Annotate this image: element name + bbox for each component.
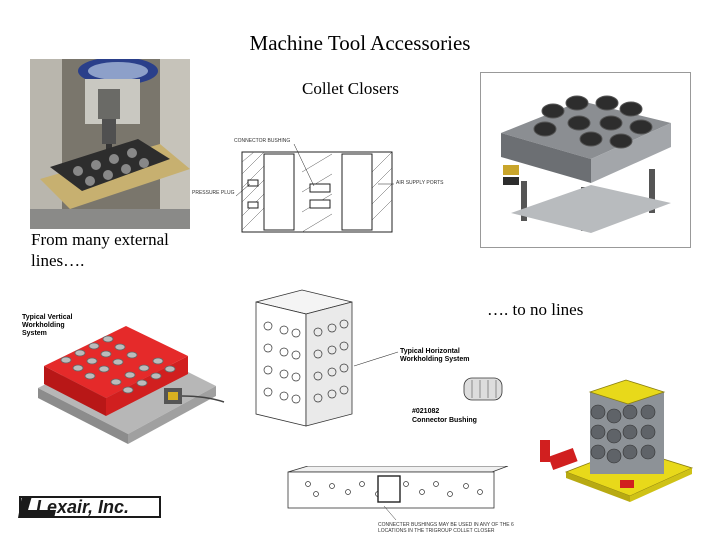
lexair-logo: Lexair, Inc. <box>18 494 162 520</box>
logo-text: Lexair, Inc. <box>36 497 129 517</box>
connector-note: CONNECTER BUSHINGS MAY BE USED IN ANY OF… <box>378 522 514 534</box>
vertical-workholding-illustration: Typical Vertical Workholding System <box>18 312 238 467</box>
connector-bushing-label: Connector Bushing <box>412 417 477 424</box>
cross-section-label-pressure: PRESSURE PLUG <box>192 190 235 196</box>
horizontal-system-label: Typical Horizontal Workholding System <box>400 348 470 363</box>
fixture-plate-drawing: CONNECTER BUSHINGS MAY BE USED IN ANY OF… <box>286 465 536 538</box>
section-subtitle: Collet Closers <box>302 79 399 98</box>
machine-photo <box>30 59 190 229</box>
tower-collet-illustration <box>536 368 708 504</box>
part-number-label: #021082 <box>412 408 440 415</box>
collet-closer-photo <box>480 72 691 248</box>
cross-section-label-air: AIR SUPPLY PORTS <box>396 180 444 186</box>
slide-title: Machine Tool Accessories <box>249 31 471 55</box>
horizontal-workholding-drawing: Typical Horizontal Workholding System #0… <box>242 286 512 434</box>
cross-section-label-connector: CONNECTOR BUSHING <box>234 138 291 144</box>
vertical-system-label: Typical Vertical Workholding System <box>22 314 73 337</box>
cross-section-drawing: CONNECTOR BUSHING PRESSURE PLUG AIR SUPP… <box>192 132 447 242</box>
caption-left: From many external lines…. <box>31 230 169 270</box>
caption-right: …. to no lines <box>487 300 584 319</box>
